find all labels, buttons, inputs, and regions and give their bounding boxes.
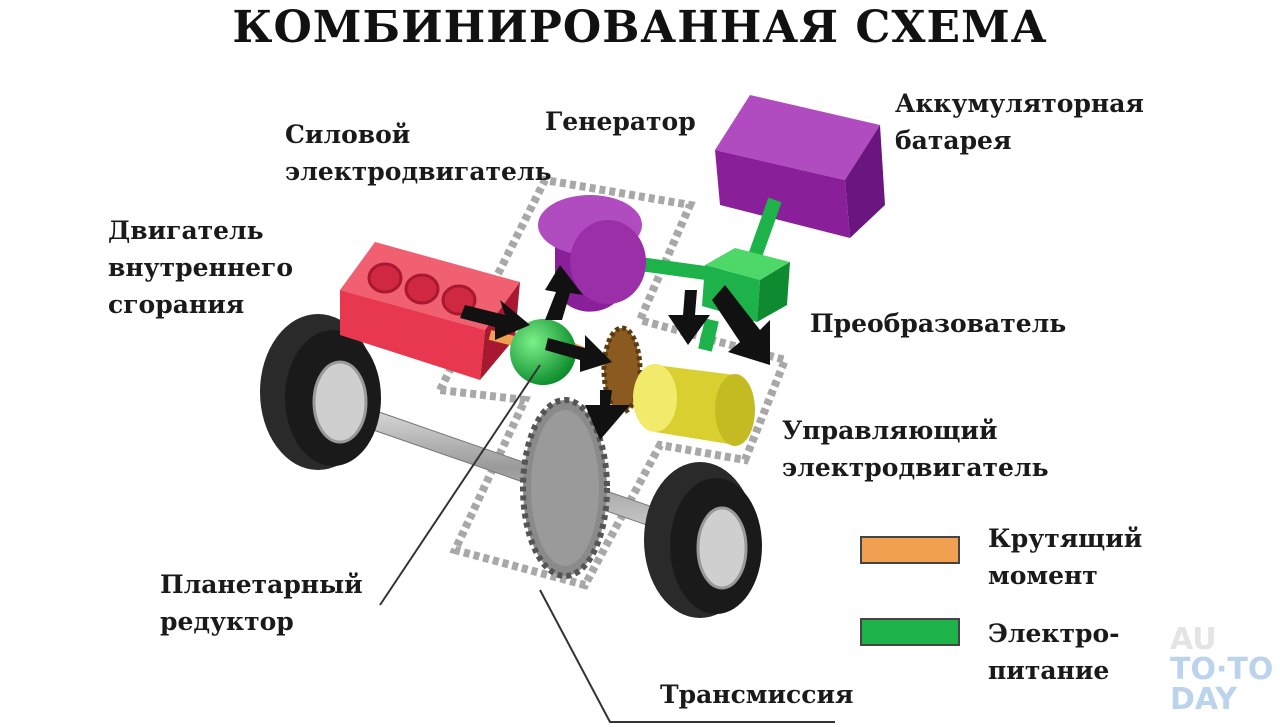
converter-block bbox=[702, 248, 790, 322]
label-battery: Аккумуляторная батарея bbox=[895, 89, 1144, 155]
flow-arrows bbox=[460, 265, 770, 440]
legend-torque-label: Крутящий момент bbox=[988, 524, 1143, 590]
control-motor-block bbox=[633, 364, 755, 446]
transmission-gear bbox=[520, 397, 610, 579]
wheel-right bbox=[644, 462, 762, 618]
battery-block bbox=[715, 95, 885, 238]
label-generator: Генератор bbox=[545, 107, 696, 136]
leader-lines bbox=[379, 364, 835, 723]
legend-torque-swatch bbox=[860, 536, 960, 564]
label-control-motor: Управляющий электродвигатель bbox=[782, 416, 1049, 482]
axle bbox=[329, 394, 691, 541]
label-converter: Преобразователь bbox=[810, 309, 1067, 338]
watermark-logo: AU TO·TO DAY bbox=[1170, 622, 1274, 717]
generator-block bbox=[538, 195, 646, 312]
transmission-outline bbox=[433, 175, 791, 590]
page-title: КОМБИНИРОВАННАЯ СХЕМА bbox=[232, 2, 1048, 53]
label-transmission: Трансмиссия bbox=[660, 680, 854, 709]
legend-power-label: Электро- питание bbox=[988, 619, 1120, 685]
label-engine: Двигатель внутреннего сгорания bbox=[108, 216, 294, 319]
legend-power-swatch bbox=[860, 618, 960, 646]
small-gear bbox=[601, 325, 643, 415]
wheel-left bbox=[260, 314, 381, 470]
label-planetary: Планетарный редуктор bbox=[160, 570, 363, 636]
planetary-gear-ball bbox=[510, 319, 576, 385]
label-power-motor: Силовой электродвигатель bbox=[285, 120, 552, 186]
